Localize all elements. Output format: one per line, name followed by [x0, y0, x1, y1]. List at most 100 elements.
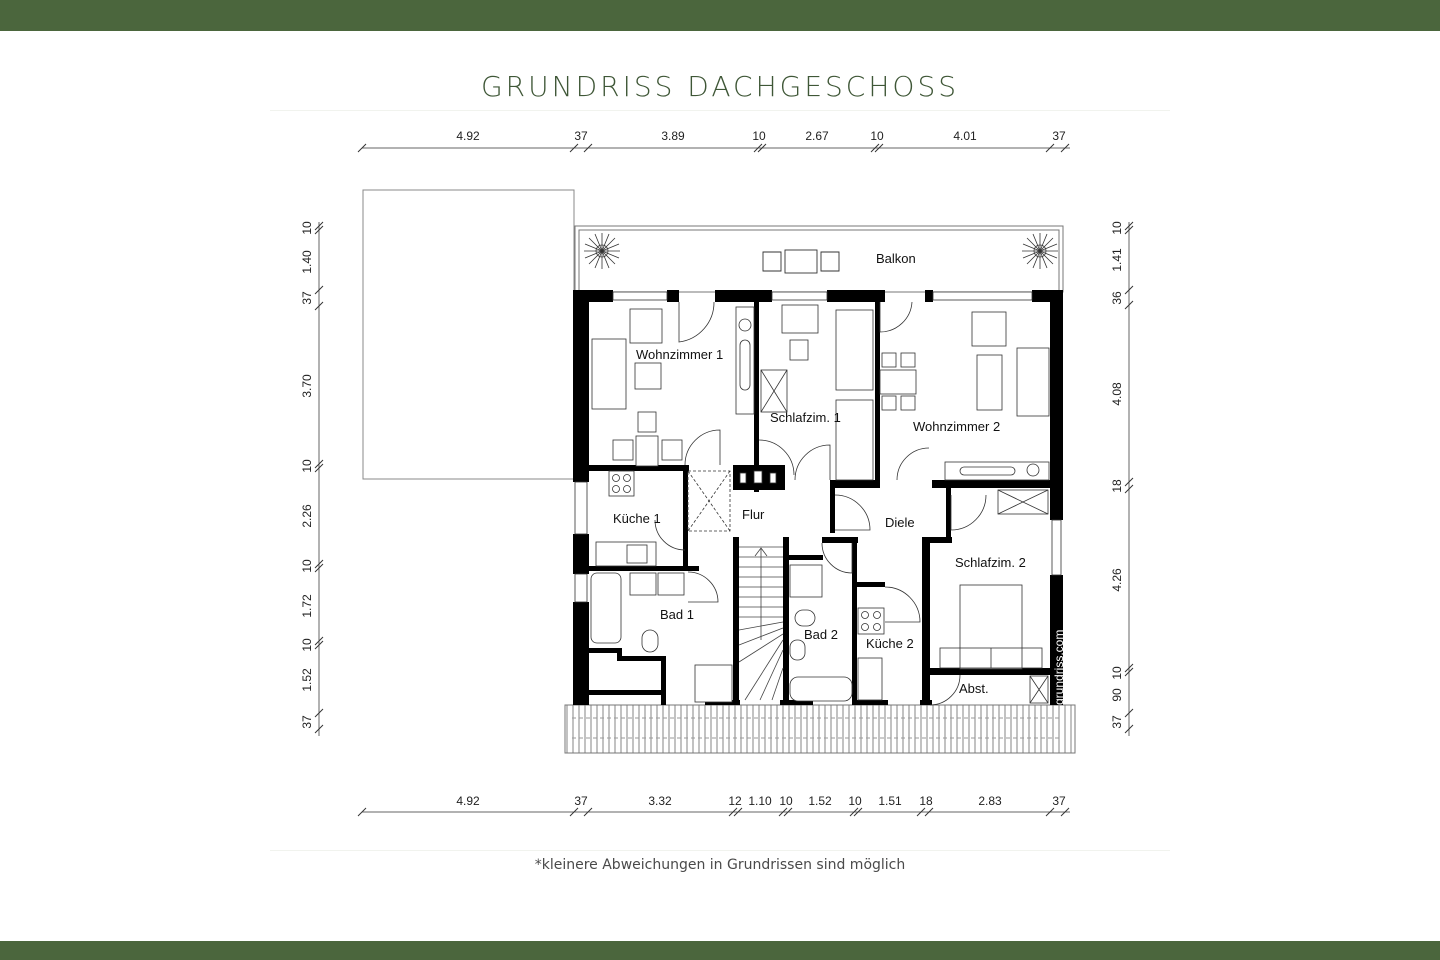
chair-icon — [789, 339, 809, 361]
bed-icon — [835, 309, 874, 391]
page-title: GRUNDRISS DACHGESCHOSS — [480, 70, 959, 103]
svg-text:37: 37 — [1052, 129, 1066, 143]
svg-text:4.92: 4.92 — [456, 129, 480, 143]
balcony-table-icon — [762, 249, 840, 274]
stove-icon — [608, 470, 635, 497]
dimension-labels-right: 10 1.41 36 4.08 18 4.26 10 90 37 — [1110, 221, 1124, 729]
doors — [654, 301, 987, 706]
shower-icon — [789, 564, 823, 598]
svg-text:2.83: 2.83 — [978, 794, 1002, 808]
coffee-table-icon — [976, 354, 1003, 411]
dining-table-icon — [635, 435, 659, 467]
sofa-icon — [591, 338, 627, 410]
svg-text:4.92: 4.92 — [456, 794, 480, 808]
svg-text:18: 18 — [919, 794, 933, 808]
svg-text:4.01: 4.01 — [953, 129, 977, 143]
svg-text:10: 10 — [752, 129, 766, 143]
sink-icon — [857, 657, 883, 701]
bathtub-icon — [590, 572, 622, 644]
room-labels: Balkon Wohnzimmer 1 Schlafzim. 1 Wohnzim… — [613, 251, 1026, 696]
dimension-line-right — [1124, 221, 1134, 736]
svg-text:1.41: 1.41 — [1110, 248, 1124, 272]
watermark: grundriss.com — [1052, 630, 1066, 705]
svg-text:4.26: 4.26 — [1110, 568, 1124, 592]
svg-text:37: 37 — [300, 291, 314, 305]
bottom-brand-bar — [0, 941, 1440, 960]
walls — [573, 290, 1063, 705]
bottom-divider — [270, 850, 1170, 851]
terrace-outline — [362, 189, 575, 480]
svg-text:12: 12 — [728, 794, 742, 808]
svg-text:10: 10 — [779, 794, 793, 808]
balcony — [574, 225, 1064, 293]
svg-text:3.89: 3.89 — [661, 129, 685, 143]
room-label-abst: Abst. — [959, 681, 989, 696]
svg-text:10: 10 — [300, 638, 314, 652]
svg-text:1.52: 1.52 — [808, 794, 832, 808]
washbasin-icon — [657, 572, 685, 596]
room-label-schlafzim-2: Schlafzim. 2 — [955, 555, 1026, 570]
dimension-line-left — [314, 221, 324, 736]
staircase — [738, 546, 784, 701]
roof-eave — [564, 704, 1076, 754]
dimension-line-top — [357, 143, 1070, 153]
svg-text:1.10: 1.10 — [748, 794, 772, 808]
bathtub-icon — [789, 676, 853, 702]
svg-text:3.32: 3.32 — [648, 794, 672, 808]
washbasin-icon — [789, 639, 806, 661]
bed-icon — [835, 399, 874, 481]
room-label-diele: Diele — [885, 515, 915, 530]
furniture — [590, 304, 1050, 704]
room-label-schlafzim-1: Schlafzim. 1 — [770, 410, 841, 425]
washbasin-icon — [629, 572, 657, 596]
toilet-icon — [641, 629, 659, 653]
svg-text:37: 37 — [1052, 794, 1066, 808]
svg-text:1.51: 1.51 — [878, 794, 902, 808]
svg-text:1.72: 1.72 — [300, 594, 314, 618]
svg-text:10: 10 — [300, 559, 314, 573]
coffee-table-icon — [634, 362, 662, 390]
svg-text:18: 18 — [1110, 479, 1124, 493]
svg-text:90: 90 — [1110, 688, 1124, 702]
room-label-wohnzimmer-2: Wohnzimmer 2 — [913, 419, 1000, 434]
room-label-flur: Flur — [742, 507, 765, 522]
desk-icon — [781, 304, 819, 334]
plant-icon — [738, 318, 752, 332]
disclaimer-note: *kleinere Abweichungen in Grundrissen si… — [534, 857, 906, 873]
svg-text:37: 37 — [300, 715, 314, 729]
svg-text:2.67: 2.67 — [805, 129, 829, 143]
svg-text:10: 10 — [1110, 666, 1124, 680]
room-label-kueche-2: Küche 2 — [866, 636, 914, 651]
svg-text:37: 37 — [574, 129, 588, 143]
svg-text:36: 36 — [1110, 291, 1124, 305]
plant-icon — [1026, 463, 1040, 477]
plant-icon — [1022, 233, 1058, 269]
dining-table-icon — [879, 369, 917, 395]
svg-text:37: 37 — [1110, 715, 1124, 729]
top-brand-bar — [0, 0, 1440, 31]
svg-text:1.40: 1.40 — [300, 250, 314, 274]
svg-text:37: 37 — [574, 794, 588, 808]
svg-text:4.08: 4.08 — [1110, 382, 1124, 406]
stove-icon — [857, 607, 885, 635]
shower-icon — [694, 664, 733, 703]
svg-text:10: 10 — [848, 794, 862, 808]
room-label-balkon: Balkon — [876, 251, 916, 266]
svg-text:10: 10 — [1110, 221, 1124, 235]
armchair-icon — [629, 308, 663, 344]
top-divider — [270, 110, 1170, 111]
toilet-icon — [794, 609, 816, 627]
room-label-wohnzimmer-1: Wohnzimmer 1 — [636, 347, 723, 362]
svg-text:10: 10 — [870, 129, 884, 143]
armchair-icon — [971, 311, 1007, 347]
dimension-labels-left: 10 1.40 37 3.70 10 2.26 10 1.72 10 1.52 … — [300, 221, 314, 729]
svg-text:3.70: 3.70 — [300, 374, 314, 398]
svg-text:1.52: 1.52 — [300, 668, 314, 692]
plant-icon — [584, 233, 620, 269]
svg-text:10: 10 — [300, 459, 314, 473]
windows — [574, 291, 1062, 603]
sofa-icon — [1016, 347, 1050, 417]
svg-text:2.26: 2.26 — [300, 504, 314, 528]
dimension-labels-bottom: 4.92 37 3.32 12 1.10 10 1.52 10 1.51 18 … — [456, 794, 1066, 808]
